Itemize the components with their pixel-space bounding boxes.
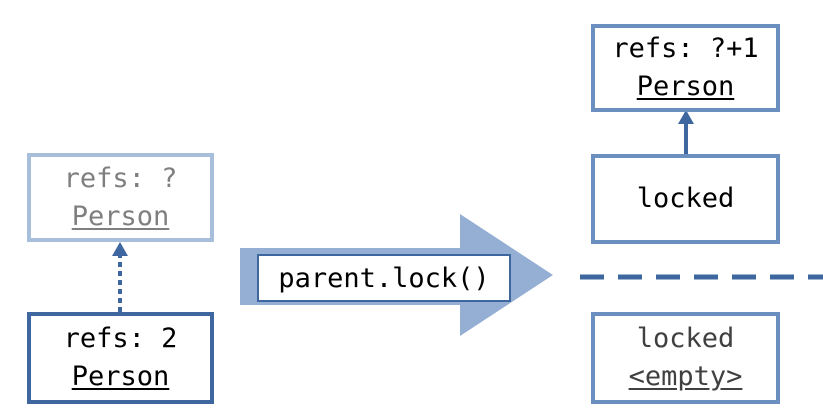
empty-locked-state: locked [636, 323, 735, 354]
operation-label: parent.lock() [257, 254, 511, 302]
owner-type-label: Person [71, 361, 170, 392]
ghost-type-label: Person [71, 200, 170, 232]
lock-reference-arrowhead [678, 110, 694, 124]
operation-call-text: parent.lock() [278, 262, 490, 294]
locked-person-refs-label: refs: ?+1 [612, 33, 759, 64]
ghost-person-box: refs: ? Person [27, 153, 214, 242]
locked-box: locked [591, 154, 780, 244]
ghost-refs-label: refs: ? [63, 162, 178, 194]
locked-person-type-label: Person [636, 71, 735, 102]
locked-text: locked [636, 183, 735, 214]
locked-person-box: refs: ?+1 Person [591, 24, 780, 112]
empty-locked-box: locked <empty> [591, 312, 780, 404]
owner-person-box: refs: 2 Person [27, 312, 214, 404]
empty-locked-value: <empty> [628, 361, 743, 392]
weak-reference-arrowhead [112, 242, 128, 256]
owner-refs-label: refs: 2 [63, 323, 178, 354]
